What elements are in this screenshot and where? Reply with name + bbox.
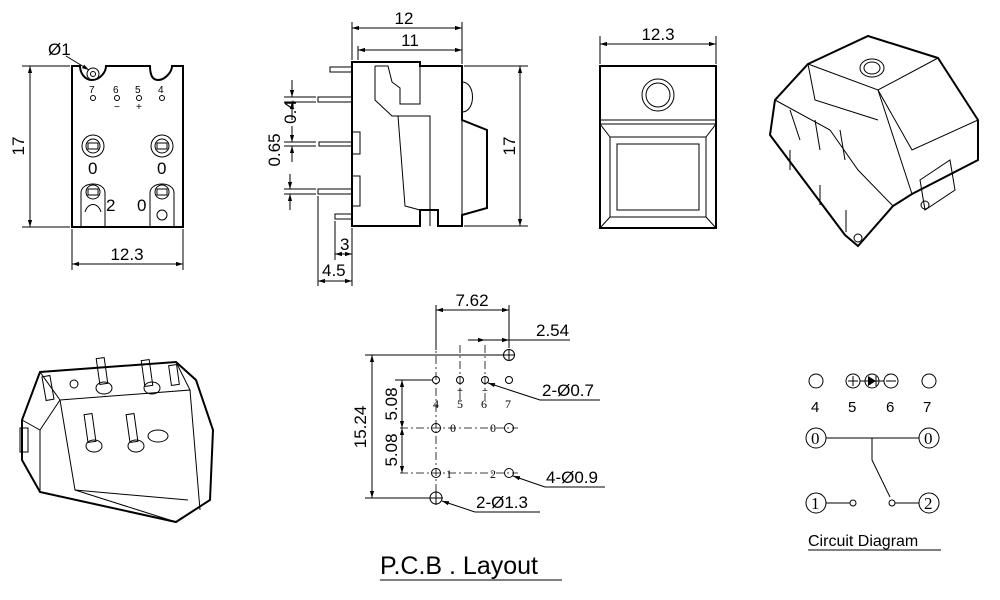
front-view: 7 6 5 4 − + 0 0 2 0 Ø1 17	[9, 40, 184, 270]
circuit-pin-6-circle	[883, 373, 899, 389]
pcb-height-dim: 15.24	[351, 406, 370, 449]
isometric-view-top	[768, 34, 979, 248]
front-width-dim: 12.3	[110, 245, 143, 264]
pcb-callout-0-9: 4-Ø0.9	[546, 468, 598, 487]
front-polarity-plus: +	[136, 102, 142, 113]
circuit-pin-7-circle	[921, 373, 937, 389]
side-long-pin-dim: 4.5	[322, 261, 346, 280]
pcb-pin-7: 7	[505, 397, 511, 411]
circuit-terminal-0-right: 0	[924, 429, 933, 448]
pcb-row-0-right: 0	[490, 421, 496, 435]
isometric-view-bottom	[19, 357, 215, 524]
side-pin-pitch-dim: 0.65	[265, 133, 284, 166]
switch-lever	[871, 459, 891, 498]
circuit-terminal-0-left: 0	[811, 429, 820, 448]
pcb-polarity-minus: −	[482, 386, 488, 397]
front-pin-5: 5	[135, 85, 141, 96]
circuit-diagram: 4 5 6 7 0 0 1 2	[805, 373, 940, 514]
pcb-row-2: 2	[490, 467, 496, 481]
top-width-dim: 12.3	[641, 25, 674, 44]
front-pin-7: 7	[89, 85, 95, 96]
circuit-terminal-1: 1	[811, 494, 820, 513]
pcb-row1-dim: 5.08	[382, 387, 401, 420]
top-view: 12.3	[599, 25, 717, 229]
front-pin-4: 4	[158, 85, 164, 96]
circuit-pin-7: 7	[923, 399, 931, 416]
circuit-pin-5: 5	[848, 399, 856, 416]
front-pin-6: 6	[113, 85, 119, 96]
side-overall-dim: 12	[395, 9, 414, 28]
led-symbol	[864, 373, 880, 389]
circuit-pin-4: 4	[811, 399, 819, 416]
front-height-dim: 17	[9, 137, 28, 156]
pcb-callout-0-7: 2-Ø0.7	[542, 381, 594, 400]
front-terminal-0-right: 0	[157, 159, 166, 178]
circuit-terminal-2: 2	[924, 494, 933, 513]
pcb-layout: 4 5 6 7 + − 0 0 1 2 7.62 2.54 15.24 5.08…	[351, 291, 605, 513]
side-body-dim: 11	[401, 31, 419, 50]
side-short-pin-dim: 3	[340, 235, 349, 254]
circuit-pin-4-circle	[808, 373, 824, 389]
pcb-callout-1-3: 2-Ø1.3	[476, 493, 528, 512]
pcb-layout-title: P.C.B . Layout	[380, 552, 538, 580]
pcb-row-0-left: 0	[450, 421, 456, 435]
side-pin-thickness-dim: 0.4	[281, 100, 300, 124]
side-height-dim: 17	[500, 137, 519, 156]
front-terminal-1: 0	[137, 196, 146, 215]
circuit-pin-6: 6	[886, 399, 894, 416]
side-view: 12 11 0.4 0.65 17 3 4.5	[265, 9, 528, 286]
circuit-diagram-caption: Circuit Diagram	[808, 533, 918, 550]
pcb-pin-5: 5	[457, 397, 463, 411]
pcb-row-1: 1	[446, 467, 452, 481]
front-terminal-2: 2	[106, 196, 115, 215]
front-terminal-0-left: 0	[88, 159, 97, 178]
pcb-span-dim: 7.62	[455, 291, 488, 310]
bottom-pins	[19, 357, 180, 453]
front-polarity-minus: −	[114, 102, 120, 113]
front-diameter-dim: Ø1	[48, 40, 71, 59]
pcb-polarity-plus: +	[457, 386, 463, 397]
pcb-pin-4: 4	[433, 397, 439, 411]
pcb-pin-6: 6	[481, 397, 487, 411]
pcb-led-pitch-dim: 2.54	[536, 321, 569, 340]
pcb-row2-dim: 5.08	[382, 433, 401, 466]
